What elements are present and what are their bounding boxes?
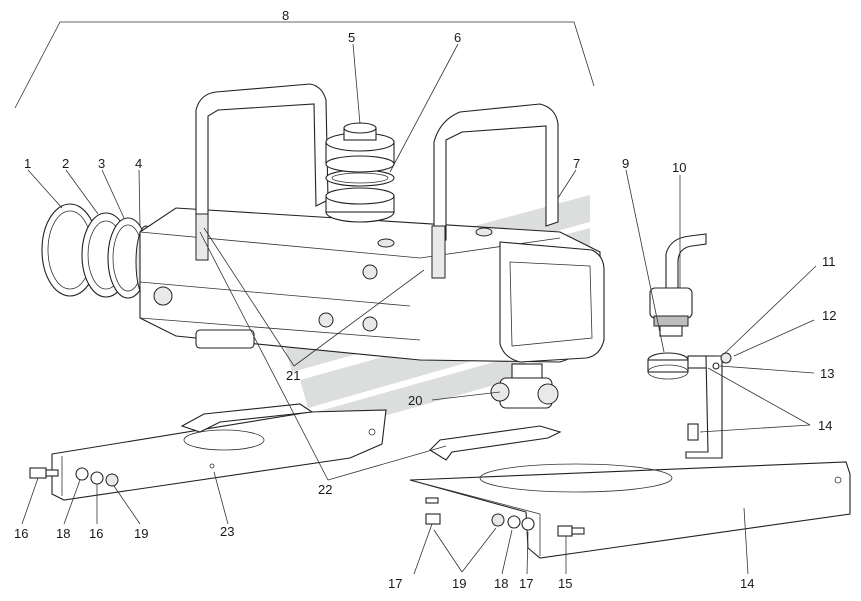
strap-right bbox=[431, 103, 559, 279]
valve-part-20 bbox=[490, 363, 559, 409]
callout-7: 7 bbox=[573, 156, 580, 171]
mount-bracket-part-23 bbox=[51, 409, 387, 501]
nut-part-12 bbox=[720, 352, 732, 364]
oil-tank-body bbox=[139, 207, 605, 363]
washer-part-13 bbox=[712, 362, 720, 370]
callout-3: 3 bbox=[98, 156, 105, 171]
mount-bracket-part-22 bbox=[180, 403, 562, 461]
callout-10: 10 bbox=[672, 160, 686, 175]
callout-13: 13 bbox=[820, 366, 834, 381]
filler-cap-assembly bbox=[325, 122, 395, 223]
callout-16-left: 16 bbox=[14, 526, 28, 541]
callout-2: 2 bbox=[62, 156, 69, 171]
leader-lines bbox=[21, 43, 817, 575]
callout-19-right: 19 bbox=[452, 576, 466, 591]
callout-1: 1 bbox=[24, 156, 31, 171]
callout-11: 11 bbox=[822, 254, 836, 269]
leader-8 bbox=[14, 21, 595, 109]
callout-20: 20 bbox=[408, 393, 422, 408]
callout-17-right-b: 17 bbox=[519, 576, 533, 591]
callout-6: 6 bbox=[454, 30, 461, 45]
callout-5: 5 bbox=[348, 30, 355, 45]
callout-9: 9 bbox=[622, 156, 629, 171]
callout-17-left: 16 bbox=[89, 526, 103, 541]
breather-part-10 bbox=[649, 233, 707, 337]
callout-4: 4 bbox=[135, 156, 142, 171]
fasteners-right bbox=[425, 497, 585, 537]
strap-left bbox=[195, 83, 329, 261]
callout-15: 14 bbox=[740, 576, 754, 591]
callout-21: 21 bbox=[286, 368, 300, 383]
seal-rings-group bbox=[41, 203, 157, 299]
drain-boss bbox=[153, 286, 173, 306]
callout-14: 14 bbox=[818, 418, 832, 433]
tank-end-panel bbox=[499, 241, 605, 363]
callout-19-left: 19 bbox=[134, 526, 148, 541]
callout-16-right: 15 bbox=[558, 576, 572, 591]
callout-18-left: 18 bbox=[56, 526, 70, 541]
callout-labels: 8 5 6 1 2 3 4 7 9 10 11 12 13 14 20 21 2… bbox=[14, 8, 836, 591]
clamp-part-9 bbox=[647, 352, 717, 380]
callout-8: 8 bbox=[282, 8, 289, 23]
callout-18-right: 18 bbox=[494, 576, 508, 591]
callout-12: 12 bbox=[822, 308, 836, 323]
callout-22: 22 bbox=[318, 482, 332, 497]
mount-bracket-part-15 bbox=[409, 461, 851, 559]
callout-23: 23 bbox=[220, 524, 234, 539]
callout-17-right-a: 17 bbox=[388, 576, 402, 591]
bracket-part-14 bbox=[685, 352, 732, 459]
